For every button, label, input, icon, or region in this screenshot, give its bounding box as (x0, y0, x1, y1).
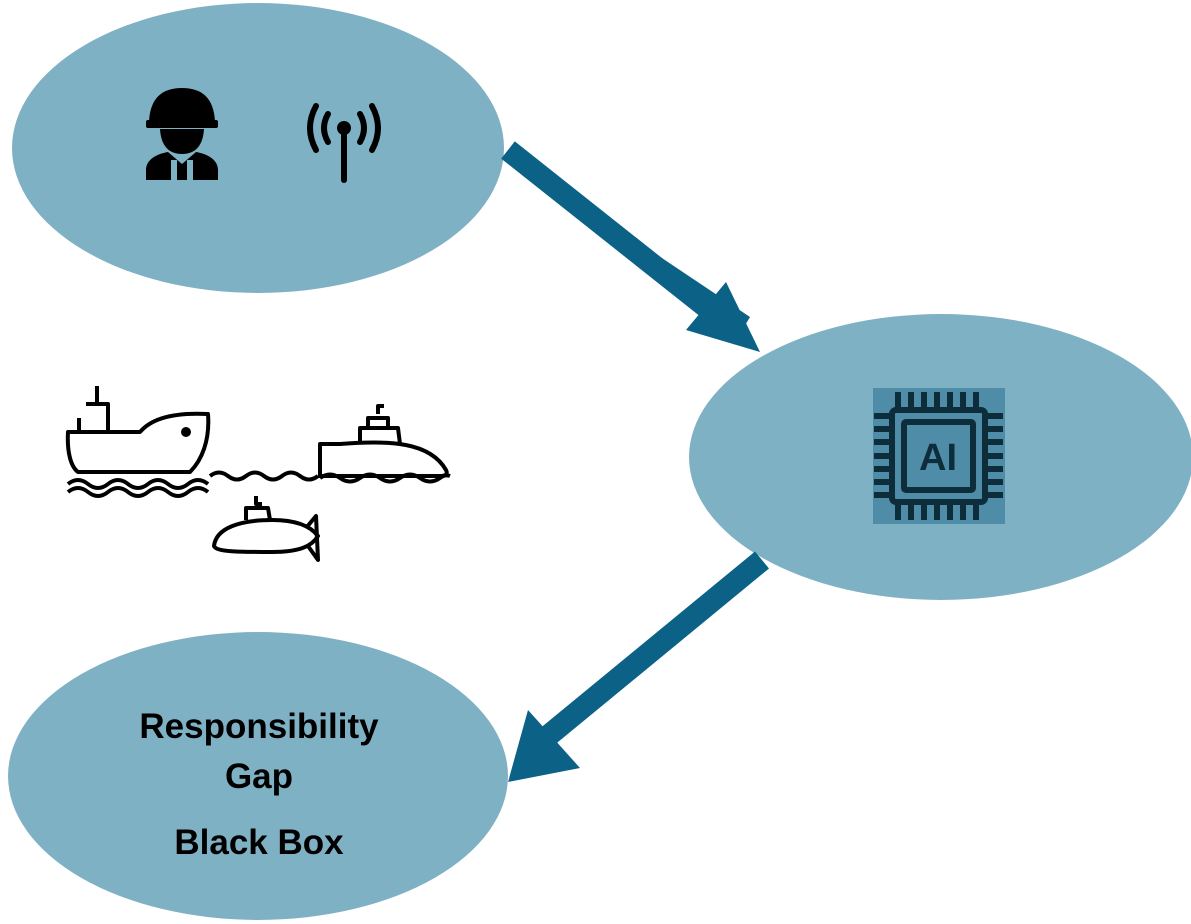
submarine-icon (318, 404, 451, 484)
ai-node: AI (689, 314, 1191, 600)
ai-chip-icon: AI (873, 388, 1005, 524)
sea-surface (208, 470, 320, 482)
antenna-signal-icon (307, 103, 381, 183)
arrow-ai-to-outcome (508, 551, 769, 782)
arrow-operator-to-ai (501, 141, 760, 352)
cargo-ship-icon (65, 386, 211, 498)
gap-label: Gap (225, 757, 293, 796)
responsibility-label: Responsibility (139, 707, 379, 746)
black-box-label: Black Box (174, 823, 344, 862)
underwater-drone-icon (212, 496, 320, 562)
operator-node (12, 3, 504, 293)
ai-chip-label: AI (919, 437, 957, 479)
outcome-node: Responsibility Gap Black Box (8, 632, 508, 920)
vehicles-group (65, 386, 451, 562)
soldier-icon (146, 88, 218, 180)
